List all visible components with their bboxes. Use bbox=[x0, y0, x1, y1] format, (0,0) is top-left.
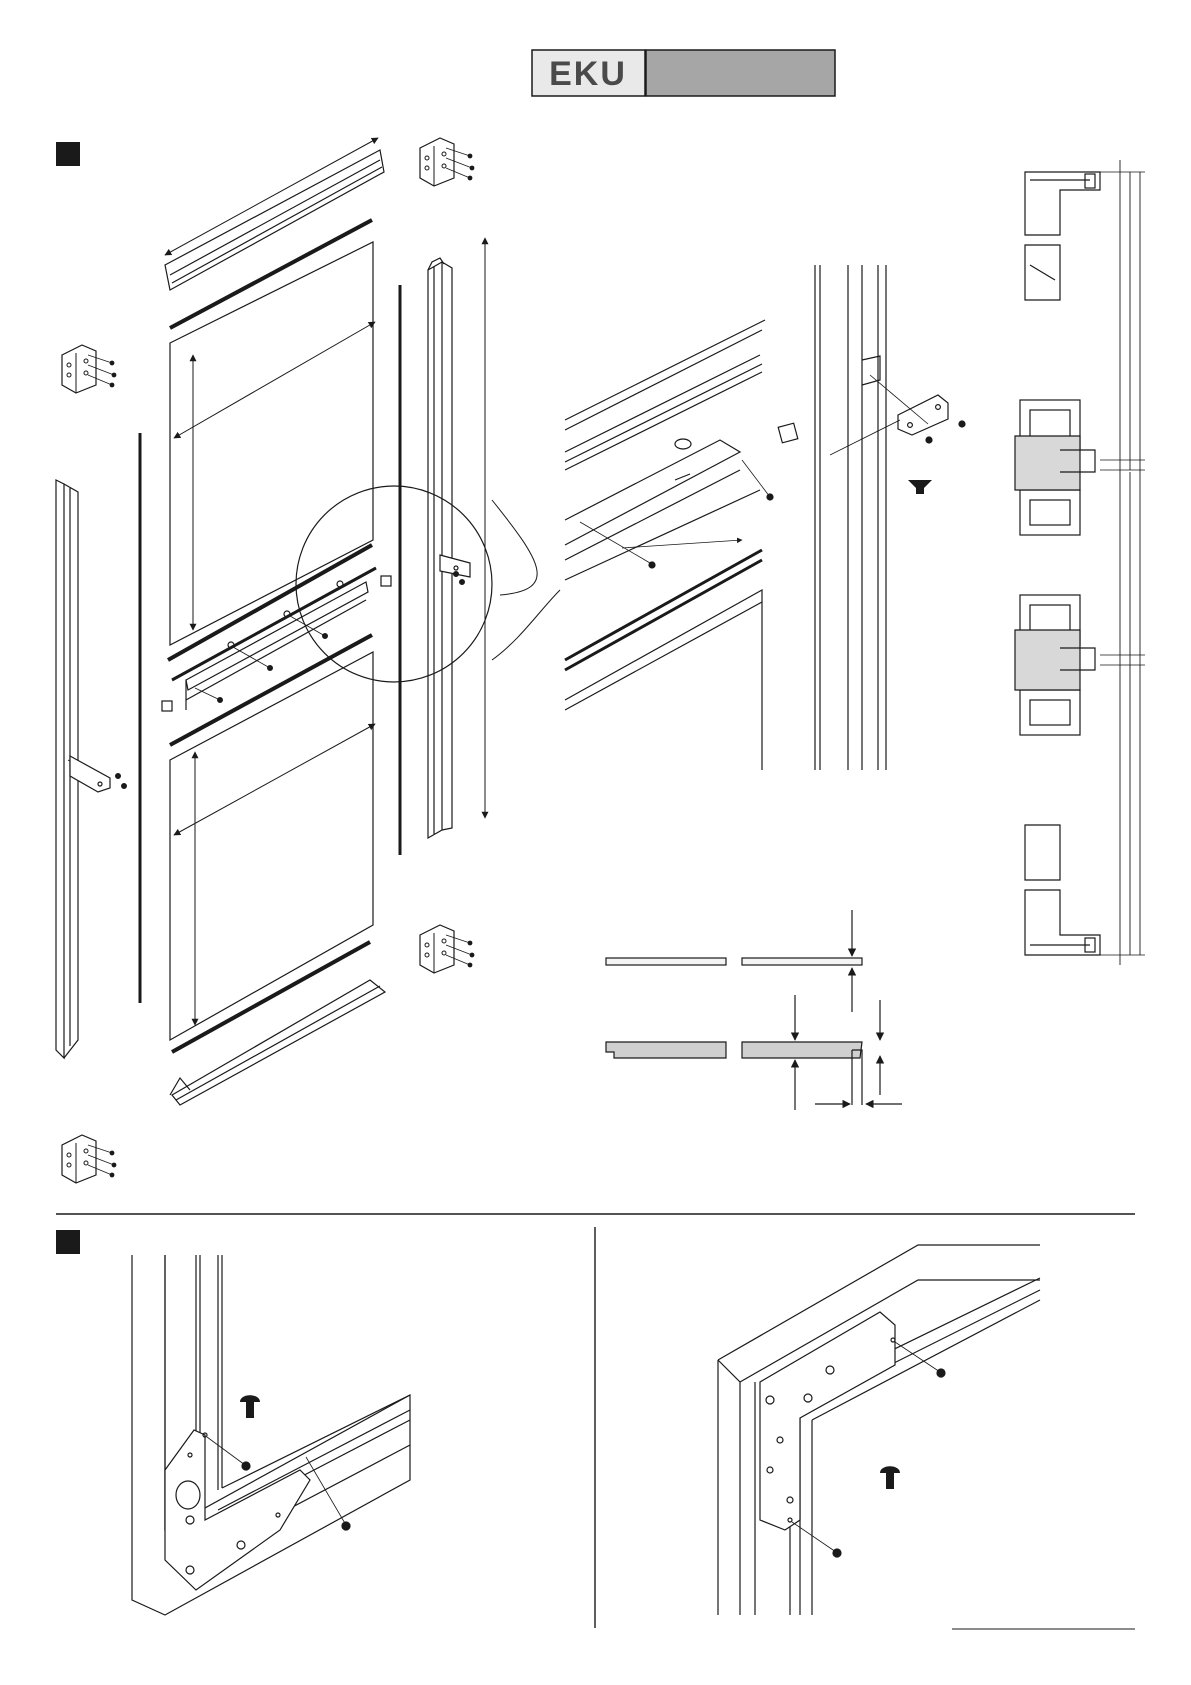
eku-logo: EKU bbox=[532, 50, 835, 96]
section-1-marker bbox=[56, 142, 80, 166]
glass-thickness-details bbox=[606, 910, 902, 1110]
right-stile-profile bbox=[428, 238, 485, 838]
transom-section-upper bbox=[1015, 400, 1095, 535]
countersunk-screw-head-icon bbox=[908, 480, 932, 494]
pan-head-screw-icon-left bbox=[240, 1395, 260, 1418]
corner-bracket-bottom-left bbox=[62, 1135, 116, 1183]
section-2-marker bbox=[56, 1230, 80, 1254]
corner-view-left bbox=[132, 1255, 410, 1615]
exploded-door-assembly bbox=[56, 138, 560, 1105]
left-stile-profile bbox=[56, 480, 126, 1058]
top-rail-section bbox=[1025, 172, 1100, 300]
profile-cross-sections bbox=[1015, 160, 1145, 965]
corner-bracket-bottom-right bbox=[420, 925, 474, 973]
transom-section-lower bbox=[1015, 595, 1095, 735]
corner-bracket-top-left bbox=[62, 345, 116, 393]
single-glass-section bbox=[606, 910, 862, 1012]
logo-bar bbox=[646, 50, 835, 96]
corner-view-right bbox=[718, 1245, 1040, 1615]
enlarged-connection-detail bbox=[565, 265, 965, 770]
lower-glass-panel bbox=[170, 652, 375, 1040]
logo-text: EKU bbox=[549, 55, 627, 93]
pan-head-screw-icon-right bbox=[880, 1466, 900, 1489]
bottom-rail-section bbox=[1025, 825, 1100, 955]
double-glass-section bbox=[606, 995, 902, 1110]
corner-bracket-top-right bbox=[420, 138, 474, 186]
